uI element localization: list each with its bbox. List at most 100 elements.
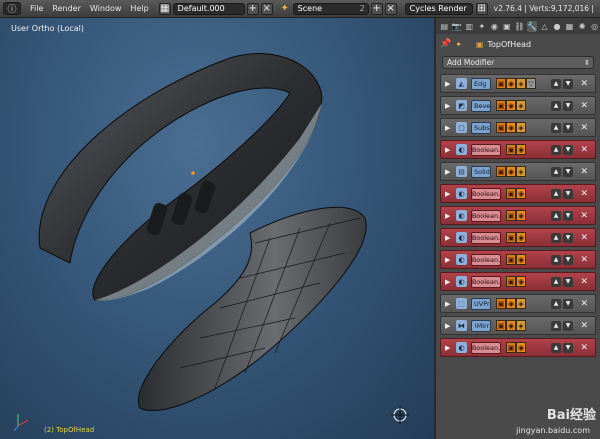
move-down-icon[interactable]: ▼ (563, 320, 573, 331)
particles-tab-icon[interactable]: ✺ (578, 21, 586, 31)
scene-icon[interactable]: ✦ (280, 3, 289, 14)
3d-viewport[interactable]: User Ortho (Local) (2) TopOfHead (0, 18, 434, 439)
move-up-icon[interactable]: ▲ (551, 78, 561, 89)
modifier-name-field[interactable]: Beve (471, 99, 491, 112)
physics-tab-icon[interactable]: ◎ (591, 21, 599, 31)
remove-modifier-icon[interactable]: ✕ (580, 320, 588, 331)
modifier-name-field[interactable]: Boolean. (471, 231, 501, 244)
remove-modifier-icon[interactable]: ✕ (580, 276, 588, 287)
modifier-row[interactable]: ▶◐Boolean.▣◉▲▼✕ (440, 272, 596, 291)
menu-help[interactable]: Help (130, 4, 149, 13)
move-down-icon[interactable]: ▼ (563, 298, 573, 309)
texture-tab-icon[interactable]: ▦ (565, 21, 574, 31)
modifier-name-field[interactable]: Boolean. (471, 143, 501, 156)
expand-arrow-icon[interactable]: ▶ (445, 233, 451, 242)
expand-arrow-icon[interactable]: ▶ (445, 211, 451, 220)
material-tab-icon[interactable]: ● (553, 21, 561, 31)
cage-toggle-icon[interactable]: ◈ (516, 166, 526, 177)
eye-toggle-icon[interactable]: ◉ (516, 144, 526, 155)
eye-toggle-icon[interactable]: ◉ (506, 320, 516, 331)
move-up-icon[interactable]: ▲ (551, 210, 561, 221)
expand-arrow-icon[interactable]: ▶ (445, 343, 451, 352)
modifier-row[interactable]: ▶◐Boolean.▣◉▲▼✕ (440, 140, 596, 159)
screen-layout-icon[interactable]: ▦ (158, 2, 171, 15)
modifier-name-field[interactable]: Solidi (471, 165, 491, 178)
expand-arrow-icon[interactable]: ▶ (445, 189, 451, 198)
eye-toggle-icon[interactable]: ◉ (516, 188, 526, 199)
render-toggle-icon[interactable]: ▣ (496, 78, 506, 89)
move-up-icon[interactable]: ▲ (551, 188, 561, 199)
render-toggle-icon[interactable]: ▣ (496, 320, 506, 331)
render-engine-select[interactable]: Cycles Render (404, 2, 473, 15)
remove-modifier-icon[interactable]: ✕ (580, 232, 588, 243)
render-toggle-icon[interactable]: ▣ (496, 166, 506, 177)
move-down-icon[interactable]: ▼ (563, 100, 573, 111)
modifier-name-field[interactable]: Boolean. (471, 253, 501, 266)
expand-arrow-icon[interactable]: ▶ (445, 79, 451, 88)
modifier-name-field[interactable]: Boolean. (471, 187, 501, 200)
scene-tab-icon[interactable]: ✦ (478, 21, 486, 31)
modifier-row[interactable]: ▶⬚UVPr▣◉◈▲▼✕ (440, 294, 596, 313)
move-down-icon[interactable]: ▼ (563, 166, 573, 177)
move-down-icon[interactable]: ▼ (563, 188, 573, 199)
cage-toggle-icon[interactable]: ◈ (516, 320, 526, 331)
move-up-icon[interactable]: ▲ (551, 276, 561, 287)
menu-render[interactable]: Render (52, 4, 81, 13)
add-screen-button[interactable]: + (246, 2, 259, 15)
remove-modifier-icon[interactable]: ✕ (580, 166, 588, 177)
remove-modifier-icon[interactable]: ✕ (580, 210, 588, 221)
modifier-row[interactable]: ▶◐Boolean.▣◉▲▼✕ (440, 228, 596, 247)
render-toggle-icon[interactable]: ▣ (496, 298, 506, 309)
add-scene-button[interactable]: + (370, 2, 383, 15)
render-toggle-icon[interactable]: ▣ (506, 254, 516, 265)
move-up-icon[interactable]: ▲ (551, 166, 561, 177)
modifier-row[interactable]: ▶▤Solidi▣◉◈▲▼✕ (440, 162, 596, 181)
move-down-icon[interactable]: ▼ (563, 144, 573, 155)
scene-field[interactable]: Scene 2 (292, 2, 369, 15)
modifiers-tab-icon[interactable]: 🔧 (526, 20, 538, 32)
modifier-name-field[interactable]: UVPr (471, 297, 491, 310)
expand-arrow-icon[interactable]: ▶ (445, 277, 451, 286)
render-toggle-icon[interactable]: ▣ (506, 232, 516, 243)
modifier-name-field[interactable]: Boolean. (471, 275, 501, 288)
modifier-name-field[interactable]: !Mirr (471, 319, 491, 332)
move-down-icon[interactable]: ▼ (563, 342, 573, 353)
remove-modifier-icon[interactable]: ✕ (580, 188, 588, 199)
move-up-icon[interactable]: ▲ (551, 144, 561, 155)
eye-toggle-icon[interactable]: ◉ (516, 276, 526, 287)
render-toggle-icon[interactable]: ▣ (506, 276, 516, 287)
eye-toggle-icon[interactable]: ◉ (506, 78, 516, 89)
expand-arrow-icon[interactable]: ▶ (445, 167, 451, 176)
expand-arrow-icon[interactable]: ▶ (445, 255, 451, 264)
render-toggle-icon[interactable]: ▣ (506, 144, 516, 155)
modifier-row[interactable]: ▶◐Boolean.▣◉▲▼✕ (440, 184, 596, 203)
expand-arrow-icon[interactable]: ▶ (445, 123, 451, 132)
eye-toggle-icon[interactable]: ◉ (516, 232, 526, 243)
move-up-icon[interactable]: ▲ (551, 122, 561, 133)
menu-window[interactable]: Window (89, 4, 122, 13)
cage-toggle-icon[interactable]: ◈ (516, 100, 526, 111)
move-up-icon[interactable]: ▲ (551, 342, 561, 353)
screen-layout-field[interactable]: Default.000 (172, 2, 245, 15)
render-toggle-icon[interactable]: ▣ (506, 342, 516, 353)
fullscreen-icon[interactable]: ⊞ (475, 2, 488, 15)
world-tab-icon[interactable]: ◉ (490, 21, 498, 31)
modifier-row[interactable]: ▶⧓!Mirr▣◉◈▲▼✕ (440, 316, 596, 335)
move-up-icon[interactable]: ▲ (551, 100, 561, 111)
modifier-name-field[interactable]: Boolean. (471, 209, 501, 222)
move-down-icon[interactable]: ▼ (563, 122, 573, 133)
remove-modifier-icon[interactable]: ✕ (580, 298, 588, 309)
add-modifier-dropdown[interactable]: Add Modifier ⬍ (442, 56, 594, 69)
menu-file[interactable]: File (30, 4, 44, 13)
data-tab-icon[interactable]: △ (541, 21, 548, 31)
editor-type-button[interactable]: ⓘ (3, 2, 21, 15)
modifier-name-field[interactable]: Subs (471, 121, 491, 134)
render-tab-icon[interactable]: 📷 (451, 21, 462, 31)
object-tab-icon[interactable]: ▣ (503, 21, 511, 31)
eye-toggle-icon[interactable]: ◉ (506, 298, 516, 309)
modifier-name-field[interactable]: Edg (471, 77, 491, 90)
remove-scene-button[interactable]: × (384, 2, 397, 15)
modifier-row[interactable]: ▶◭Edg▣◉◈▽▲▼✕ (440, 74, 596, 93)
render-toggle-icon[interactable]: ▣ (496, 100, 506, 111)
expand-arrow-icon[interactable]: ▶ (445, 321, 451, 330)
